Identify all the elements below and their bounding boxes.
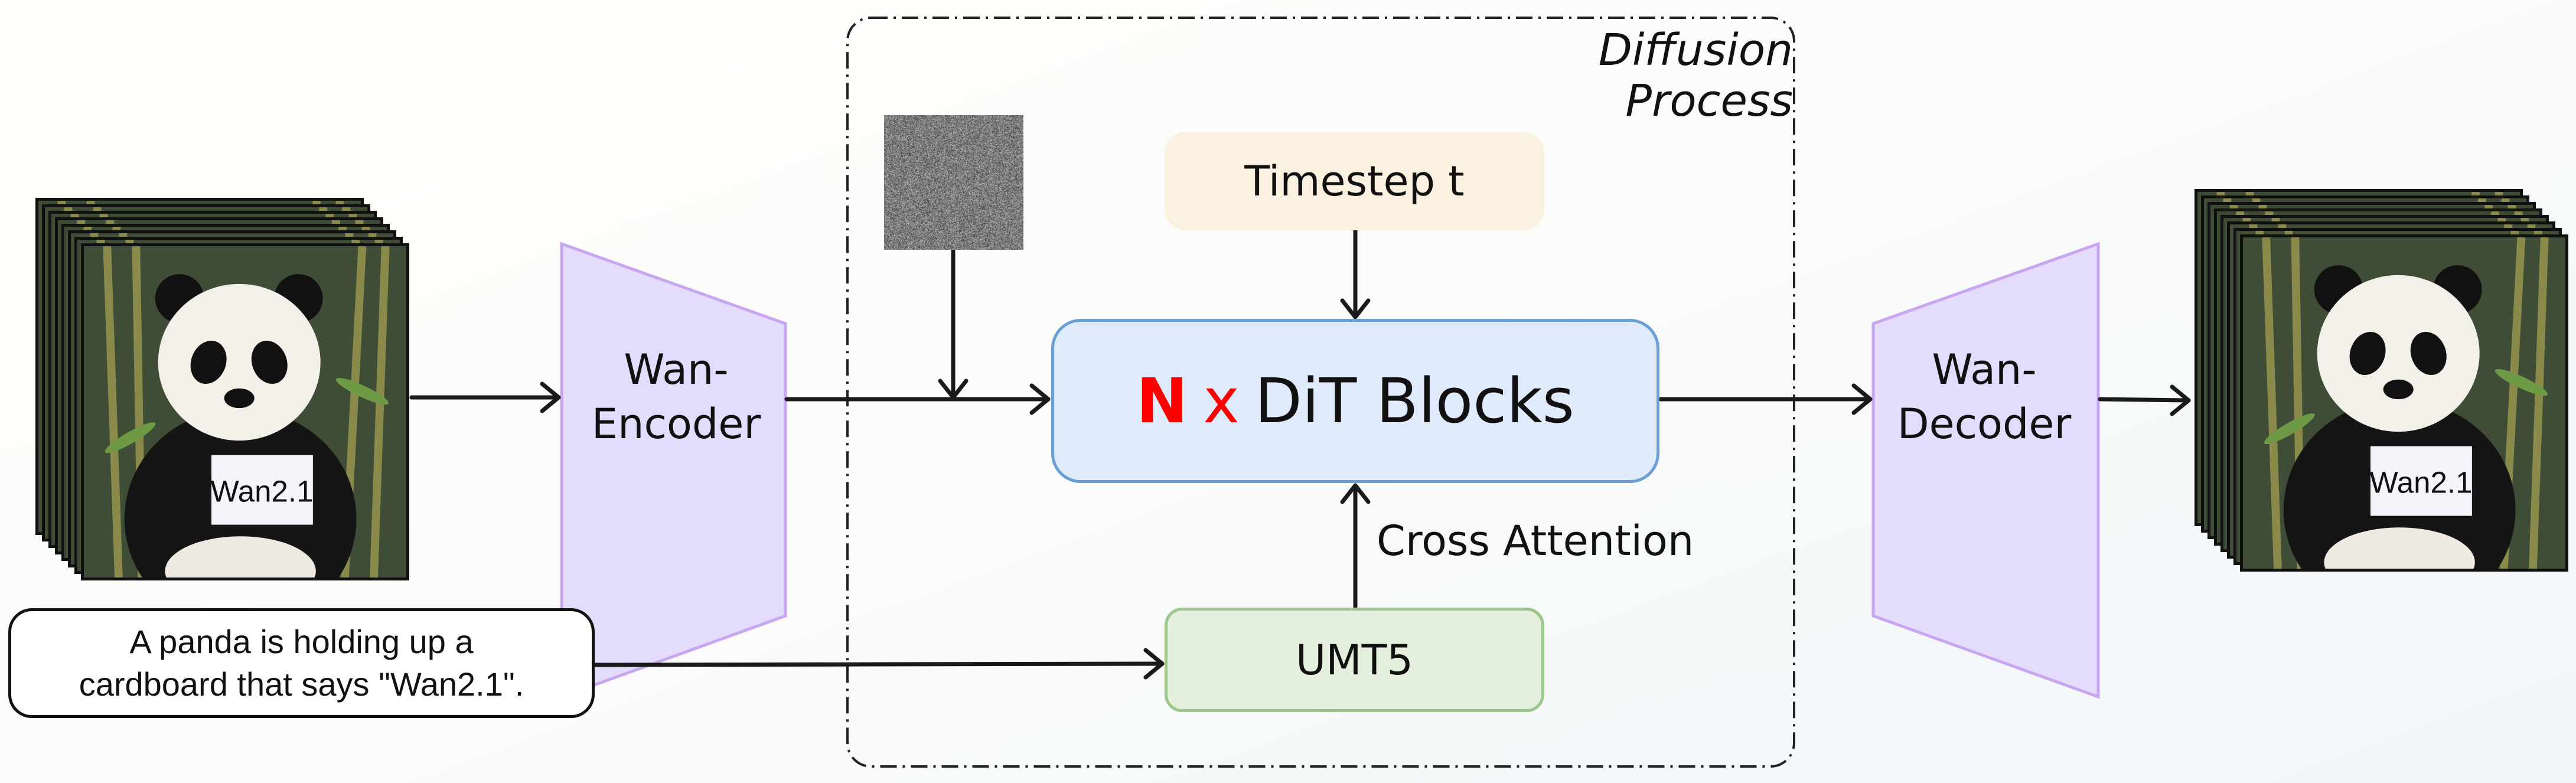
wan-decoder-label: Wan- Decoder [1875, 342, 2094, 451]
arrow-umt5-to-dit [1342, 485, 1368, 606]
cross-attention-label: Cross Attention [1377, 517, 1694, 565]
text-prompt-box: A panda is holding up a cardboard that s… [8, 608, 595, 718]
prompt-line-2: cardboard that says "Wan2.1". [79, 663, 524, 706]
encoder-line-2: Encoder [567, 397, 785, 451]
umt5-label: UMT5 [1296, 636, 1413, 684]
wan-encoder-label: Wan- Encoder [567, 342, 785, 451]
dit-label: DiT Blocks [1255, 365, 1574, 437]
arrow-timestep-to-dit [1342, 230, 1368, 317]
decoder-line-1: Wan- [1875, 342, 2094, 397]
arrow-encoder-to-dit [787, 386, 1048, 413]
prompt-line-1: A panda is holding up a [129, 621, 473, 663]
arrow-video-to-encoder [412, 384, 559, 411]
diffusion-process-title: Diffusion Process [1417, 25, 1793, 126]
encoder-line-1: Wan- [567, 342, 785, 397]
umt5-text-encoder: UMT5 [1165, 608, 1544, 712]
timestep-label: Timestep t [1244, 157, 1464, 205]
wan-encoder-shape [562, 244, 785, 697]
dit-blocks: N x DiT Blocks [1051, 319, 1659, 483]
timestep-block: Timestep t [1165, 132, 1544, 230]
arrow-dit-to-decoder [1661, 386, 1870, 413]
arrow-noise-down [940, 251, 966, 397]
arrow-decoder-to-video [2100, 387, 2189, 414]
dit-count-n: N [1136, 365, 1188, 437]
decoder-line-2: Decoder [1875, 397, 2094, 451]
noise-latent-image [884, 115, 1023, 250]
wan-decoder-shape [1873, 244, 2098, 697]
dit-times-symbol: x [1203, 365, 1240, 437]
